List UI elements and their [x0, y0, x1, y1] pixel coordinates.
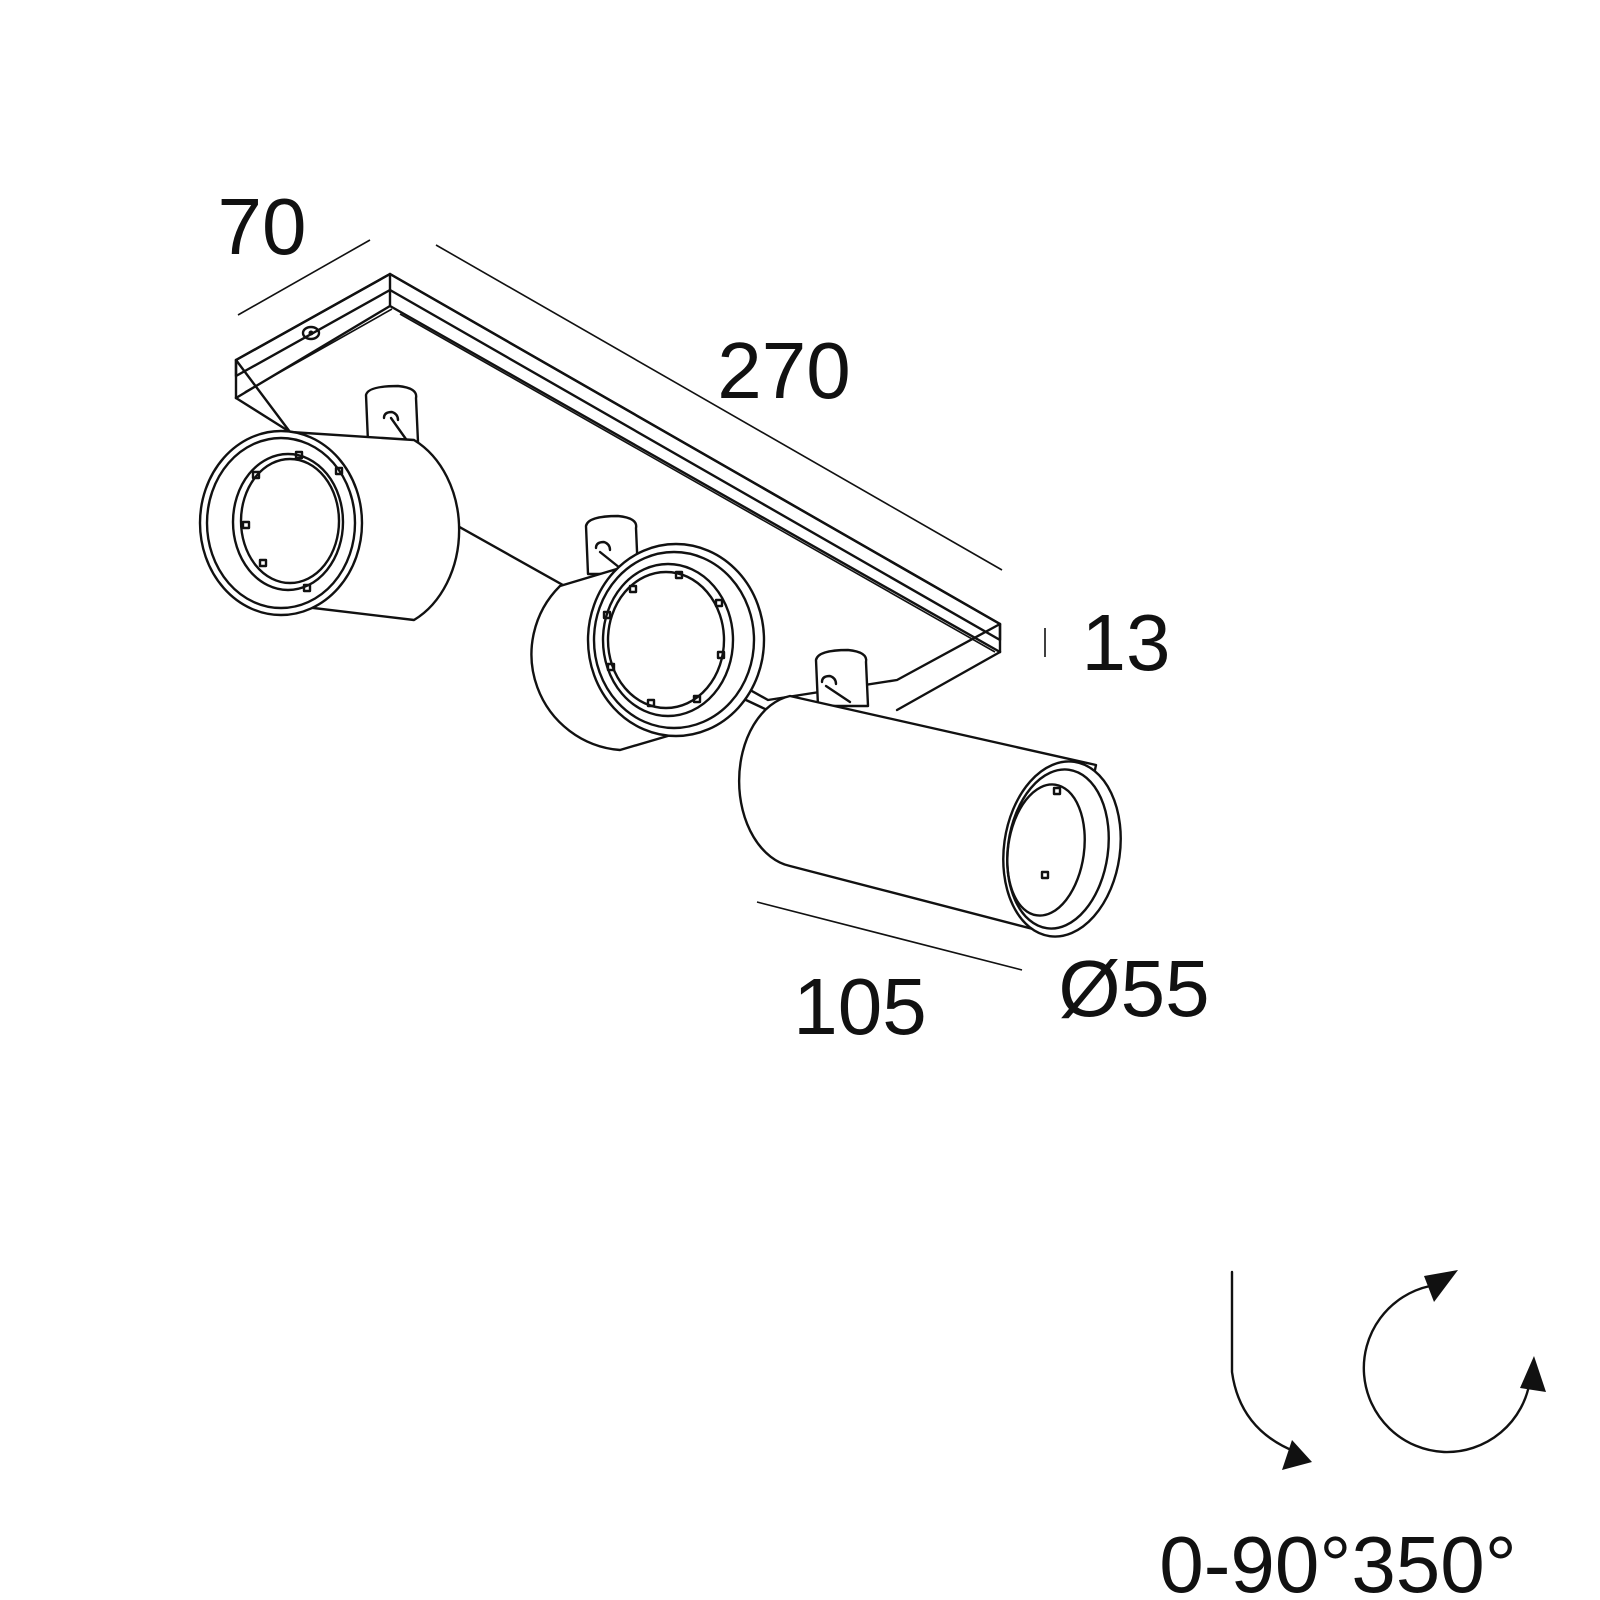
length-label: 270 — [717, 326, 850, 415]
width-dimension-line — [237, 239, 371, 316]
spot-1-lens — [231, 452, 345, 592]
rotation-label: 0-90°350° — [1159, 1520, 1517, 1600]
width-label: 70 — [218, 182, 307, 271]
length-dimension-line — [435, 244, 1003, 571]
spotlight-2 — [530, 514, 782, 752]
spot-length-dimension-line — [756, 901, 1023, 971]
screw-hole — [301, 325, 321, 341]
spotlight-1 — [198, 384, 461, 622]
spotlight-3 — [737, 648, 1122, 938]
spot-3-front-rim — [1002, 760, 1122, 938]
spot-length-label: 105 — [793, 962, 926, 1051]
rotate-arrow-icon — [1362, 1270, 1546, 1454]
spot-3-lens — [1006, 783, 1086, 917]
spot-1-bracket — [364, 384, 420, 444]
tilt-arrow-icon — [1230, 1270, 1312, 1470]
spot-2-bracket — [584, 514, 640, 576]
dimension-lines — [237, 239, 1046, 971]
spot-1-front-rim — [198, 429, 364, 617]
height-label: 13 — [1082, 598, 1171, 687]
base-plate — [234, 272, 1002, 712]
spot-3-bracket — [814, 648, 870, 708]
diameter-label: Ø55 — [1058, 944, 1209, 1033]
spot-2-lens — [601, 562, 735, 718]
